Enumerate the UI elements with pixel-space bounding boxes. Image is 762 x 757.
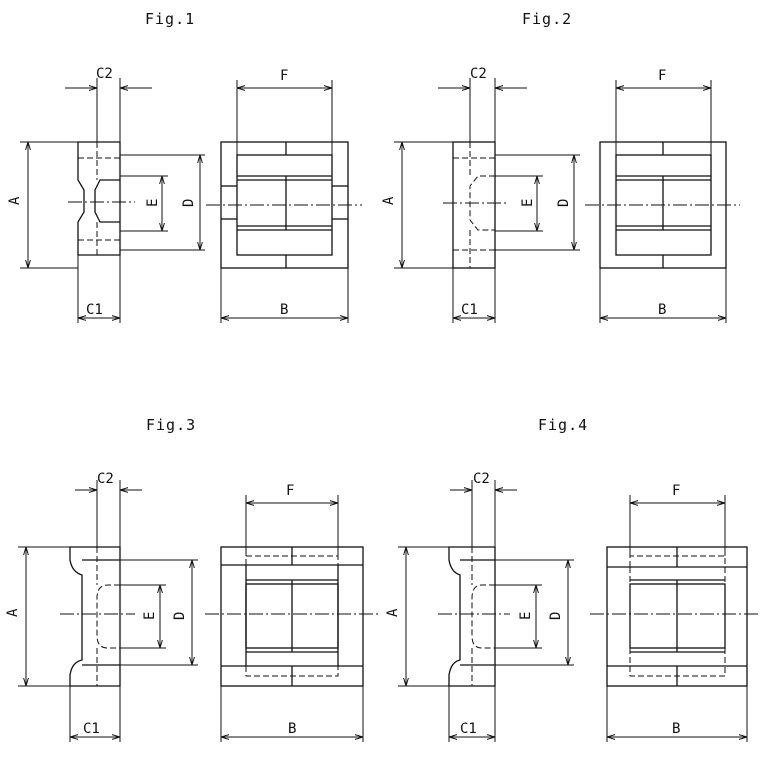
fig1-dim-B: B	[220, 268, 349, 323]
fig1-dim-C2: C2	[65, 66, 152, 142]
figure-1: Fig.1 A C2 C1	[7, 10, 362, 323]
fig2-label-A: A	[381, 196, 397, 205]
fig3-label-B: B	[288, 721, 296, 737]
fig3-dim-B: B	[220, 686, 364, 742]
figure-2-title: Fig.2	[522, 10, 572, 28]
fig1-label-C1: C1	[86, 302, 103, 318]
fig3-label-A: A	[5, 608, 21, 617]
figure-1-title: Fig.1	[145, 10, 195, 28]
fig3-label-F: F	[286, 483, 294, 499]
fig4-dim-C2: C2	[450, 471, 517, 547]
fig4-label-A: A	[385, 608, 401, 617]
fig4-label-B: B	[672, 721, 680, 737]
fig4-label-F: F	[672, 483, 680, 499]
fig1-label-F: F	[280, 68, 288, 84]
fig2-dim-A: A	[381, 141, 453, 269]
fig2-front-view	[585, 141, 740, 269]
fig1-side-view	[68, 141, 135, 256]
fig2-label-E: E	[520, 199, 536, 207]
fig4-dim-C1: C1	[448, 686, 496, 742]
fig2-dim-C1: C1	[452, 268, 496, 323]
figure-3-title: Fig.3	[146, 416, 196, 434]
fig2-label-D: D	[556, 199, 572, 207]
fig3-dim-C1: C1	[69, 686, 121, 742]
fig1-label-E: E	[145, 199, 161, 207]
fig3-label-C1: C1	[83, 721, 100, 737]
fig3-dim-C2: C2	[75, 471, 142, 547]
fig4-dim-B: B	[606, 686, 748, 742]
fig2-dim-C2: C2	[438, 66, 527, 142]
fig1-label-A: A	[7, 196, 23, 205]
fig1-dim-D: D	[120, 154, 205, 251]
fig4-dim-A: A	[385, 546, 449, 687]
figure-2: Fig.2 A C2 C1	[381, 10, 740, 323]
fig4-dim-E: E	[495, 584, 542, 649]
fig3-dim-D: D	[120, 559, 198, 666]
fig1-label-D: D	[181, 199, 197, 207]
fig3-dim-A: A	[5, 546, 70, 687]
fig3-label-C2: C2	[97, 471, 114, 487]
fig4-label-D: D	[548, 612, 564, 620]
fig4-side-view	[438, 546, 510, 687]
fig2-dim-F: F	[615, 68, 712, 155]
fig4-front-view	[590, 546, 758, 687]
fig1-label-B: B	[280, 302, 288, 318]
fig4-label-C1: C1	[460, 721, 477, 737]
fig1-front-view	[206, 141, 362, 269]
figure-4-title: Fig.4	[538, 416, 588, 434]
fig2-side-view	[443, 141, 508, 269]
fig2-dim-D: D	[495, 154, 580, 251]
fig1-dim-F: F	[236, 68, 333, 155]
fig2-label-C1: C1	[461, 302, 478, 318]
fig1-dim-C1: C1	[77, 255, 121, 323]
figure-3: Fig.3 A C2 C1	[5, 416, 378, 742]
fig2-label-F: F	[658, 68, 666, 84]
fig2-label-C2: C2	[470, 66, 487, 82]
fig3-label-E: E	[142, 612, 158, 620]
fig4-dim-F: F	[629, 483, 726, 556]
fig3-dim-E: E	[120, 584, 166, 649]
fig1-dim-A: A	[7, 141, 78, 269]
fig3-side-view	[60, 546, 135, 687]
fig3-dim-F: F	[245, 483, 339, 556]
fig4-dim-D: D	[495, 559, 574, 666]
fig1-label-C2: C2	[96, 66, 113, 82]
fig2-dim-B: B	[599, 268, 727, 323]
fig4-label-C2: C2	[473, 471, 490, 487]
fig3-label-D: D	[172, 612, 188, 620]
fig4-label-E: E	[518, 612, 534, 620]
fig2-label-B: B	[658, 302, 666, 318]
fig2-dim-E: E	[495, 175, 543, 232]
fig3-front-view	[205, 546, 378, 687]
figure-4: Fig.4 A C2 C1	[385, 416, 758, 742]
fig1-dim-E: E	[120, 175, 168, 232]
